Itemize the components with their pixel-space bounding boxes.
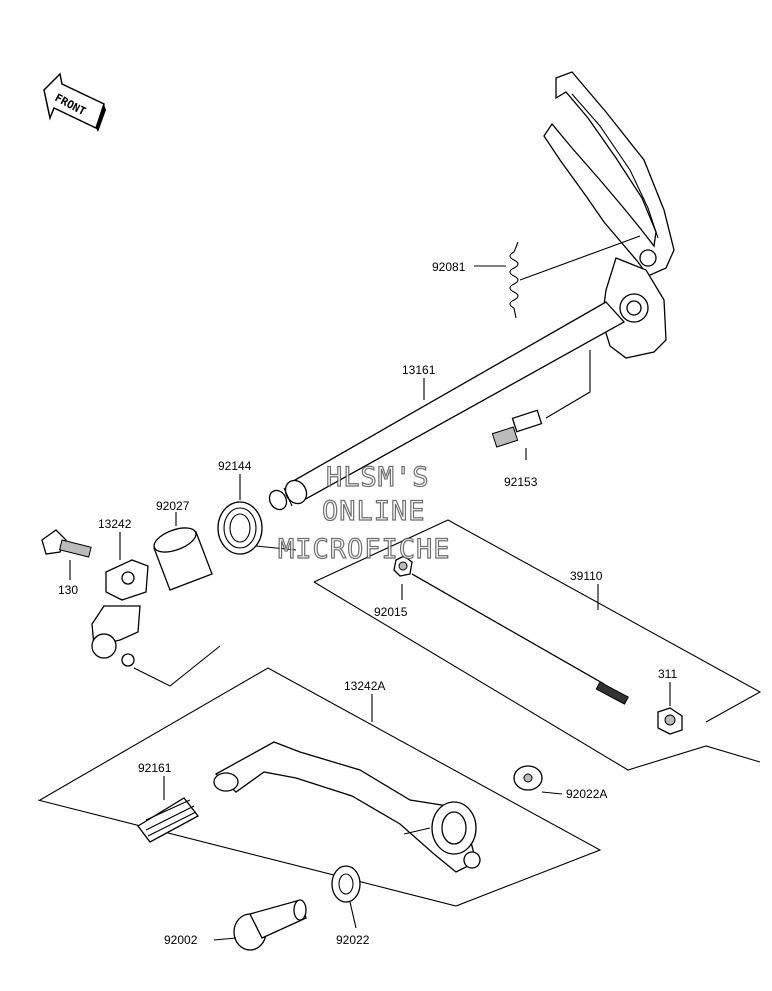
nut-311 [657, 707, 683, 735]
label-39110: 39110 [570, 569, 603, 583]
shift-arm-plate [543, 71, 675, 359]
label-13242A: 13242A [344, 679, 385, 693]
collar-92027 [153, 527, 213, 591]
label-92022: 92022 [336, 933, 370, 947]
washer-92022 [331, 865, 361, 903]
torsion-spring-92144 [217, 501, 297, 555]
watermark: HLSM'S ONLINE MICROFICHE [277, 461, 451, 565]
washer-92022A [513, 765, 543, 791]
watermark-line-2: ONLINE [322, 496, 426, 527]
shift-shaft-13161 [268, 301, 626, 511]
return-spring-92081 [509, 235, 641, 319]
clamp-13242 [91, 559, 221, 687]
shift-pedal-13242A [37, 667, 602, 907]
leader-lines [69, 265, 671, 941]
label-92161: 92161 [138, 761, 172, 775]
label-92015: 92015 [374, 605, 408, 619]
label-92002: 92002 [164, 933, 198, 947]
bolt-130 [41, 529, 92, 558]
label-13161: 13161 [402, 363, 436, 377]
bolt-92002 [233, 899, 307, 951]
label-92144: 92144 [218, 459, 252, 473]
watermark-line-1: HLSM'S [326, 462, 430, 493]
label-130: 130 [58, 583, 78, 597]
part-labels: 92081 13161 92153 92144 92027 13242 130 … [58, 260, 677, 947]
label-92027: 92027 [156, 499, 190, 513]
label-92153: 92153 [504, 475, 538, 489]
front-arrow-icon: FRONT [43, 72, 106, 132]
stopper-bolt-92153 [491, 350, 591, 448]
label-92022A: 92022A [566, 787, 607, 801]
pedal-rubber-92161 [137, 797, 199, 843]
watermark-line-3: MICROFICHE [278, 534, 451, 565]
label-92081: 92081 [432, 260, 466, 274]
label-311: 311 [658, 667, 677, 681]
nut-92015 [393, 555, 413, 577]
tie-rod-39110 [313, 519, 762, 771]
label-13242: 13242 [98, 517, 132, 531]
